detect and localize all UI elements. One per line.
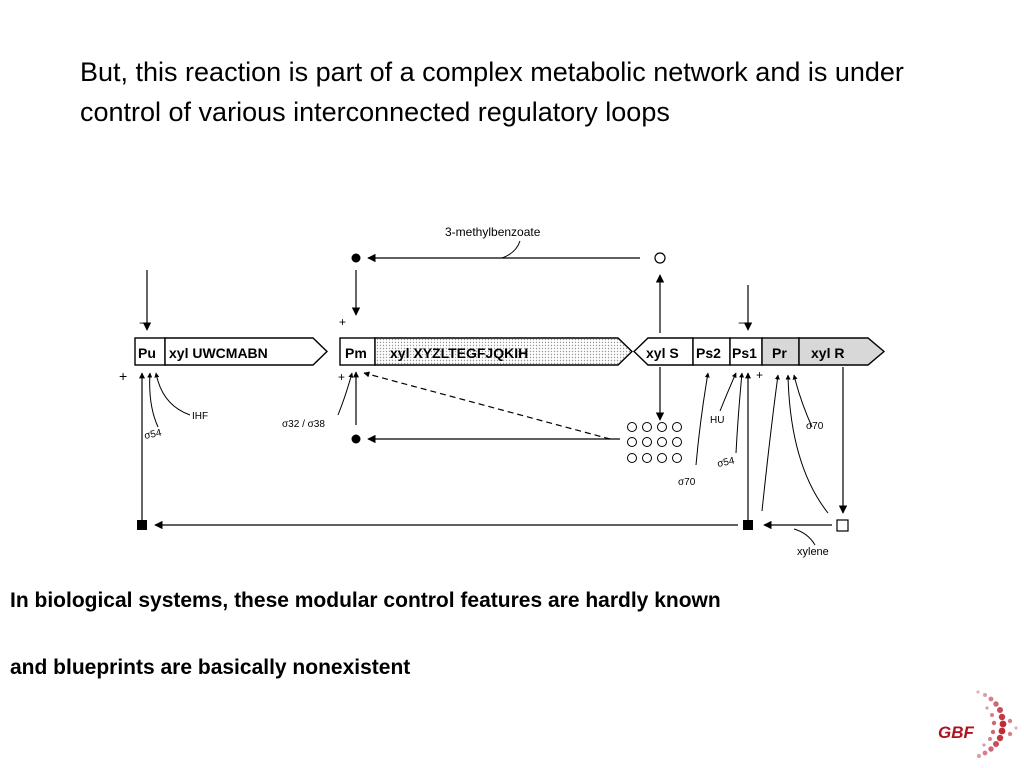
ps1-promoter-box <box>729 337 763 366</box>
pr-autoregulation-curve-right <box>785 374 829 514</box>
ps1-plus-sign: + <box>756 368 763 382</box>
xylr-active-square-right <box>743 520 753 530</box>
caption-line-1: In biological systems, these modular con… <box>10 589 721 612</box>
metabolite-label-leader <box>501 240 521 259</box>
pu-plus-sign: + <box>119 368 127 384</box>
ps1-sigma54-curve <box>735 372 745 454</box>
xylr-gene-label: xyl R <box>811 345 844 361</box>
effector-filled-circle-bottom <box>351 434 361 444</box>
ps2-sigma70-label: σ70 <box>678 477 696 488</box>
metabolite-3-methylbenzoate-label: 3-methylbenzoate <box>445 225 541 239</box>
pm-promoter-box <box>339 337 376 366</box>
xylr-active-square-left <box>137 520 147 530</box>
pu-promoter-box <box>134 337 166 366</box>
pr-sigma70-label: σ70 <box>806 421 824 432</box>
gbf-logo-dot-swoosh <box>976 690 1018 758</box>
pu-sigma54-curve <box>147 372 159 428</box>
gbf-logo-text: GBF <box>938 723 975 742</box>
ps1-minus-sign: − <box>738 316 745 330</box>
meta-operon-genes-label: xyl XYZLTEGFJQKIH <box>390 345 528 361</box>
pu-minus-sign: − <box>139 316 146 330</box>
metabolite-xylene-label: xylene <box>797 546 829 558</box>
regulatory-network-diagram: 3-methylbenzoate − Pu xyl UWCMABN + Pm x… <box>119 225 886 558</box>
caption-line-2: and blueprints are basically nonexistent <box>10 656 411 679</box>
pr-sigma70-curve <box>792 374 813 428</box>
pm-sigma-curve <box>337 372 354 416</box>
ps1-promoter-label: Ps1 <box>732 345 757 361</box>
pr-autoregulation-curve-left <box>761 374 780 512</box>
ps1-hu-curve <box>719 372 737 412</box>
upper-operon-gene-arrow <box>164 337 329 366</box>
pm-plus-sign-bottom: + <box>338 370 345 384</box>
slide-heading: But, this reaction is part of a complex … <box>80 57 904 127</box>
gbf-logo: GBF <box>938 690 1018 758</box>
3-methylbenzoate-open-circle <box>654 252 666 264</box>
xylr-inactive-square <box>836 519 849 532</box>
upper-operon-genes-label: xyl UWCMABN <box>169 345 268 361</box>
ps2-promoter-label: Ps2 <box>696 345 721 361</box>
xylene-label-leader <box>793 528 816 546</box>
pu-ihf-curve <box>154 372 191 416</box>
pu-ihf-label: IHF <box>192 411 208 422</box>
effector-filled-circle-top <box>351 253 361 263</box>
pu-promoter-label: Pu <box>138 345 156 361</box>
pr-promoter-label: Pr <box>772 345 787 361</box>
ps1-hu-label: HU <box>710 415 724 426</box>
xyls-protein-pool <box>627 422 682 463</box>
meta-operon-gene-arrow <box>374 337 634 366</box>
ps2-sigma70-curve <box>695 372 710 466</box>
xyls-gene-arrow <box>632 337 694 366</box>
xyls-gene-label: xyl S <box>646 345 679 361</box>
pm-plus-sign-top: + <box>339 315 346 329</box>
xylr-gene-arrow <box>798 337 886 366</box>
pm-sigma-label: σ32 / σ38 <box>282 419 325 430</box>
xyls-dashed-activation <box>363 371 611 440</box>
ps1-sigma54-label: σ54 <box>716 455 736 469</box>
pu-sigma54-label: σ54 <box>143 427 163 441</box>
pm-promoter-label: Pm <box>345 345 367 361</box>
pr-promoter-box <box>761 337 800 366</box>
